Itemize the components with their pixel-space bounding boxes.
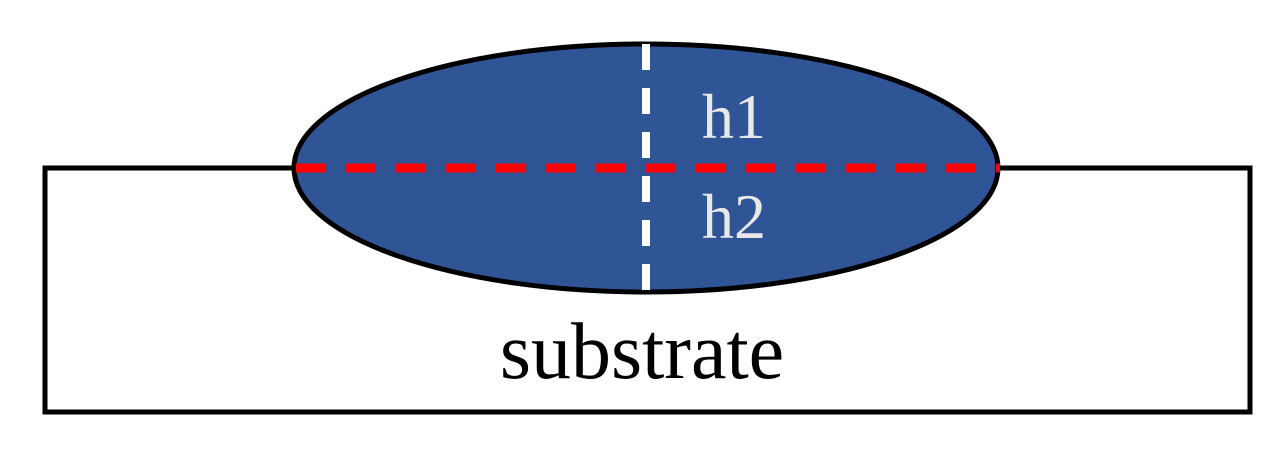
- substrate-label: substrate: [500, 308, 784, 396]
- h2-label: h2: [702, 181, 766, 252]
- h1-label: h1: [702, 81, 766, 152]
